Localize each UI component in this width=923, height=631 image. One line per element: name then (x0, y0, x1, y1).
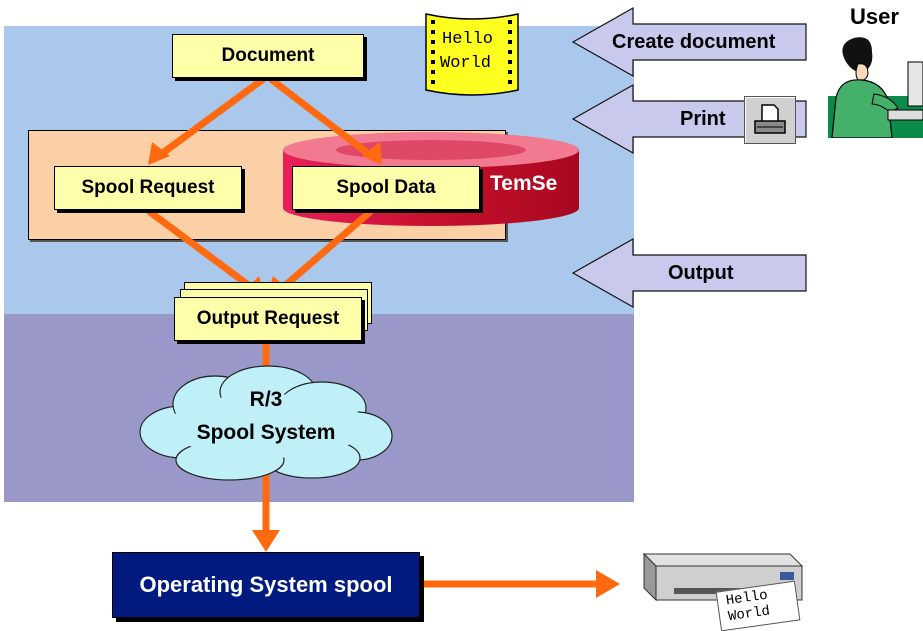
create-document-label: Create document (612, 31, 776, 53)
spool-system-line1: R/3 (249, 388, 283, 411)
document-box: Document (172, 34, 364, 78)
hello-line1: Hello (442, 30, 494, 49)
output-label: Output (668, 262, 734, 284)
os-spool-label: Operating System spool (139, 572, 393, 597)
print-label: Print (680, 108, 726, 130)
spool-system-line2: Spool System (196, 421, 336, 444)
spool-data-box: Spool Data (292, 166, 480, 210)
spool-request-box: Spool Request (54, 166, 242, 210)
temse-label: TemSe (490, 172, 558, 195)
hello-line2: World (440, 54, 492, 73)
output-request-label: Output Request (196, 308, 340, 329)
operating-system-spool-box: Operating System spool (112, 552, 420, 618)
spool-request-label: Spool Request (81, 177, 215, 198)
hello-world-document-icon: Hello World (418, 10, 526, 98)
printer-icon (744, 96, 796, 144)
document-label: Document (221, 45, 315, 66)
user-label: User (850, 4, 899, 29)
output-request-box: Output Request (174, 297, 362, 341)
spool-data-label: Spool Data (336, 177, 436, 198)
user-at-computer-icon (828, 34, 923, 138)
printer-device-icon: Hello World (630, 540, 810, 631)
